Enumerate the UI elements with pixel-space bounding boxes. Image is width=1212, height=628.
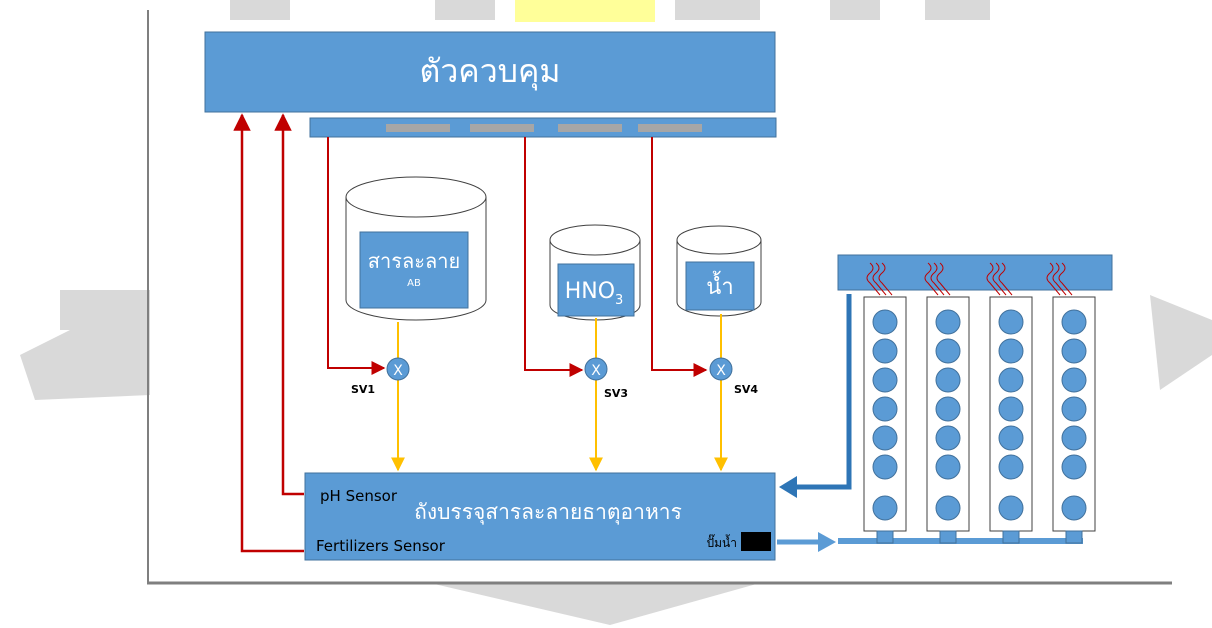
rack-column (989, 296, 1033, 544)
hno3-subscript: 3 (615, 293, 623, 308)
plant-pot (1061, 425, 1087, 451)
control-lines (327, 137, 708, 377)
ph-sensor-label: pH Sensor (320, 487, 398, 505)
fertilizer-sensor-label: Fertilizers Sensor (316, 537, 446, 555)
column-connector (939, 530, 957, 544)
plant-pot (1061, 454, 1087, 480)
valve-sv1-label: SV1 (351, 383, 375, 396)
tank-hno3: HNO3 (549, 224, 641, 321)
pump-label: ปั๊มน้ำ (707, 534, 737, 550)
valve-sv3: X SV3 (584, 357, 628, 400)
plant-pot (935, 454, 961, 480)
pipes (777, 294, 1083, 552)
rack-column (863, 296, 907, 544)
valve-sv4: X SV4 (709, 357, 758, 396)
tank-ab: สารละลาย AB (345, 176, 487, 321)
relay-slot (558, 124, 622, 132)
hydroponic-rack (837, 254, 1113, 544)
main-tank-label: ถังบรรจุสารละลายธาตุอาหาร (414, 500, 682, 525)
heat-waves (866, 262, 1073, 296)
plant-pot (998, 495, 1024, 521)
pump-arrow-head (818, 532, 836, 552)
plant-pot (998, 454, 1024, 480)
column-connector (1002, 530, 1020, 544)
relay-slot (386, 124, 450, 132)
fertilizer-feedback-line (233, 113, 304, 553)
rack-columns (863, 296, 1096, 544)
pump-block (741, 532, 771, 551)
plant-pot (998, 367, 1024, 393)
relay-board (309, 117, 777, 138)
hno3-formula: HNO (565, 279, 615, 304)
plant-pot (935, 396, 961, 422)
tank-water: น้ำ (676, 225, 762, 317)
plant-pot (872, 396, 898, 422)
tank-hno3-label: HNO3 (565, 279, 624, 308)
plant-pot (998, 309, 1024, 335)
plant-pot (872, 425, 898, 451)
plant-pot (872, 454, 898, 480)
ph-feedback-line (274, 113, 304, 496)
controller-label: ตัวควบคุม (420, 52, 561, 91)
plant-pot (1061, 338, 1087, 364)
rack-column (1052, 296, 1096, 544)
flow-lines (391, 314, 728, 472)
control-line-sv1 (327, 137, 386, 375)
plant-pot (998, 396, 1024, 422)
plant-pot (935, 367, 961, 393)
plant-pot (1061, 367, 1087, 393)
plant-pot (998, 338, 1024, 364)
plant-pot (935, 338, 961, 364)
control-line-sv3 (524, 137, 584, 377)
controller-box: ตัวควบคุม (204, 31, 776, 113)
plant-pot (872, 367, 898, 393)
tank-water-label: น้ำ (706, 271, 733, 300)
plant-pot (935, 495, 961, 521)
plant-pot (872, 495, 898, 521)
watermark (20, 0, 1212, 625)
plant-pot (872, 309, 898, 335)
return-pipe (795, 294, 852, 490)
plant-pot (872, 338, 898, 364)
plant-pot (935, 309, 961, 335)
supply-pipe (838, 538, 1083, 544)
rack-top-pipe (837, 254, 1113, 291)
valve-sv4-label: SV4 (734, 383, 758, 396)
relay-slot (638, 124, 702, 132)
sensor-feedback-lines (233, 113, 304, 553)
column-connector (876, 530, 894, 544)
border-lines (147, 10, 1172, 585)
main-nutrient-tank: pH Sensor ถังบรรจุสารละลายธาตุอาหาร Fert… (304, 472, 776, 561)
plant-pot (998, 425, 1024, 451)
column-connector (1065, 530, 1083, 544)
plant-pot (1061, 309, 1087, 335)
tank-ab-label: สารละลาย (368, 249, 460, 273)
plant-pot (935, 425, 961, 451)
plant-pot (1061, 396, 1087, 422)
return-arrow-head (779, 476, 797, 498)
valve-sv1-symbol: X (393, 363, 403, 379)
plant-pot (1061, 495, 1087, 521)
rack-column (926, 296, 970, 544)
valve-sv3-symbol: X (591, 363, 601, 379)
tank-ab-sublabel: AB (407, 278, 421, 289)
control-line-sv4 (651, 137, 708, 377)
valve-sv4-symbol: X (716, 363, 726, 379)
relay-slot (470, 124, 534, 132)
valve-sv1: X SV1 (351, 357, 410, 396)
valve-sv3-label: SV3 (604, 387, 628, 400)
